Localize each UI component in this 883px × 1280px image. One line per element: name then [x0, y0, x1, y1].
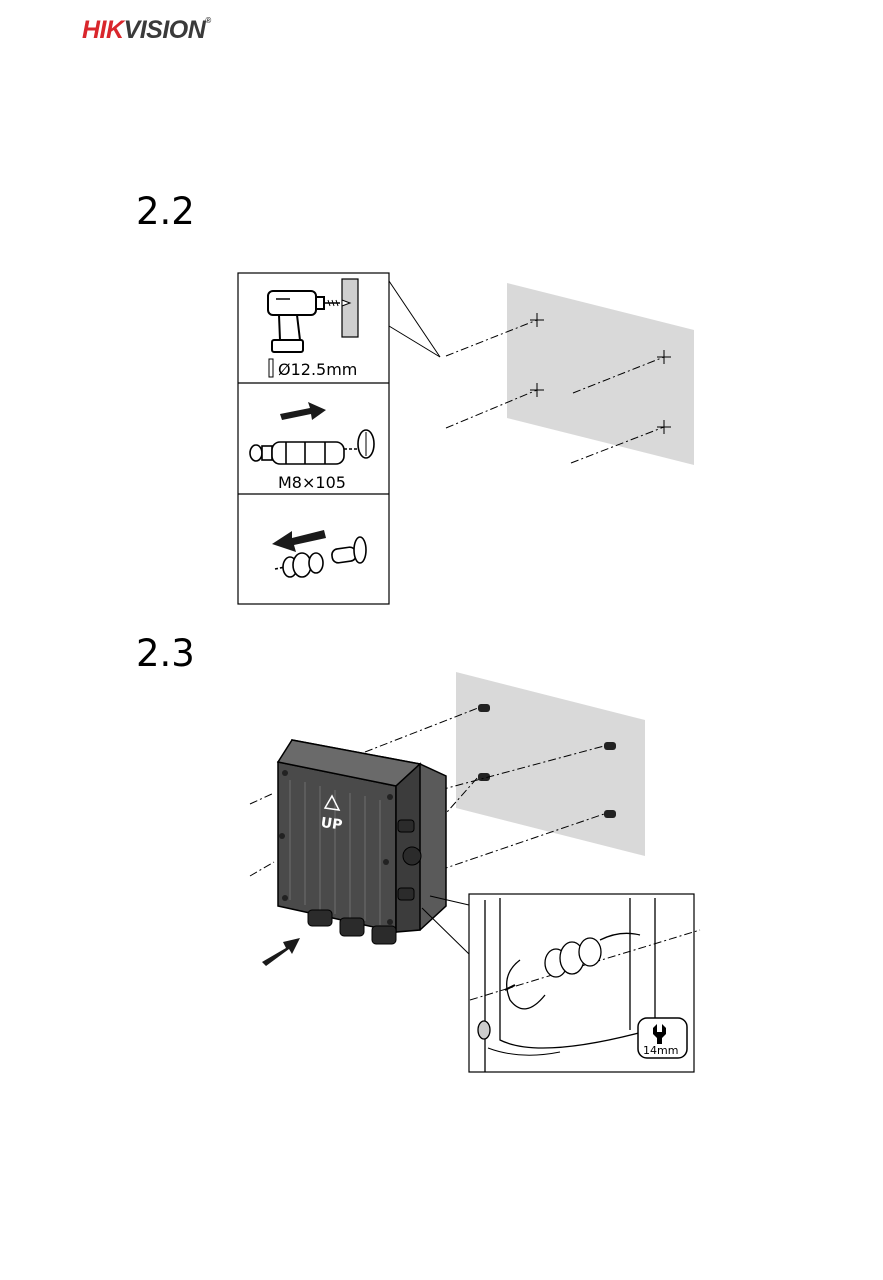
- enclosure-box: [278, 740, 446, 932]
- up-label: UP: [320, 815, 344, 834]
- wrench-size-label: 14mm: [643, 1044, 678, 1057]
- arrow-icon: [262, 938, 300, 966]
- wall-mount-surface: [456, 672, 645, 856]
